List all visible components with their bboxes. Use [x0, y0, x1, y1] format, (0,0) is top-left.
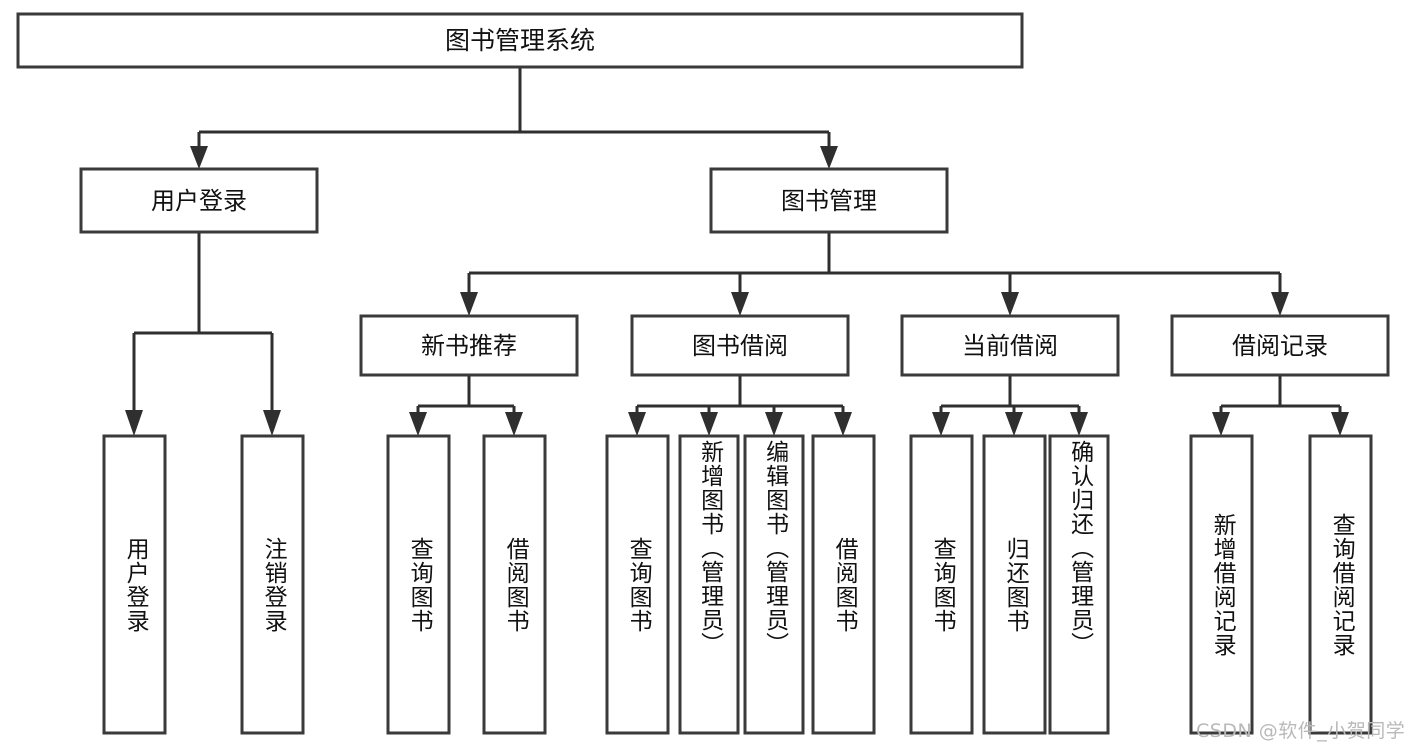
arrow-head-leaf-add-book-admin: [700, 412, 718, 436]
node-new-book-recommend[interactable]: 新书推荐: [359, 314, 579, 377]
arrow-head-leaf-edit-book-admin: [765, 412, 783, 436]
arrow-head-new-book-recommend: [460, 292, 478, 316]
node-current-borrow-label: 当前借阅: [962, 332, 1058, 360]
node-user-login-box[interactable]: [79, 167, 319, 234]
arrow-head-leaf-user-login: [125, 410, 143, 436]
leaf-borrow-book-2-box[interactable]: [811, 434, 876, 735]
node-root-label: 图书管理系统: [445, 26, 595, 55]
node-book-manage[interactable]: 图书管理: [709, 167, 949, 234]
arrow-head-user-login: [190, 146, 208, 169]
leaf-return-book-box[interactable]: [982, 434, 1047, 735]
node-root[interactable]: 图书管理系统: [16, 12, 1024, 69]
node-root-box[interactable]: [16, 12, 1024, 69]
node-book-borrow[interactable]: 图书借阅: [630, 314, 850, 377]
node-current-borrow-box[interactable]: [900, 314, 1120, 377]
leaf-confirm-return-admin-box[interactable]: [1048, 434, 1110, 735]
node-book-manage-label: 图书管理: [781, 187, 877, 215]
leaf-logout-login-box[interactable]: [240, 434, 305, 735]
arrow-head-leaf-query-borrow-record: [1331, 412, 1349, 436]
node-new-book-recommend-box[interactable]: [359, 314, 579, 377]
node-book-borrow-label: 图书借阅: [692, 332, 788, 360]
leaf-user-login-box[interactable]: [102, 434, 167, 735]
arrow-head-borrow-record: [1271, 292, 1289, 316]
arrow-head-book-borrow: [731, 292, 749, 316]
arrow-head-leaf-return-book: [1005, 412, 1023, 436]
arrow-head-leaf-query-book-3: [932, 412, 950, 436]
leaf-query-book-2-box[interactable]: [605, 434, 670, 735]
arrow-head-leaf-query-book-1: [409, 412, 427, 436]
arrow-head-leaf-borrow-book-1: [505, 412, 523, 436]
leaf-add-borrow-record-box[interactable]: [1189, 434, 1254, 735]
arrow-head-current-borrow: [1001, 292, 1019, 316]
arrow-head-leaf-query-book-2: [628, 412, 646, 436]
node-borrow-record[interactable]: 借阅记录: [1170, 314, 1390, 377]
node-book-borrow-box[interactable]: [630, 314, 850, 377]
leaf-query-book-3-box[interactable]: [909, 434, 974, 735]
leaf-query-borrow-record-box[interactable]: [1308, 434, 1373, 735]
leaf-borrow-book-1-box[interactable]: [482, 434, 547, 735]
node-current-borrow[interactable]: 当前借阅: [900, 314, 1120, 377]
node-user-login[interactable]: 用户登录: [79, 167, 319, 234]
node-user-login-label: 用户登录: [151, 187, 247, 215]
leaf-box-layer: [102, 434, 1373, 735]
leaf-add-book-admin-box[interactable]: [678, 434, 740, 735]
node-borrow-record-label: 借阅记录: [1232, 332, 1328, 360]
node-new-book-recommend-label: 新书推荐: [421, 332, 517, 360]
leaf-edit-book-admin-box[interactable]: [743, 434, 805, 735]
node-borrow-record-box[interactable]: [1170, 314, 1390, 377]
arrow-head-leaf-borrow-book-2: [834, 412, 852, 436]
connector-layer: [125, 67, 1349, 436]
arrow-head-leaf-confirm-return-admin: [1070, 412, 1088, 436]
arrow-head-leaf-logout-login: [263, 410, 281, 436]
arrow-head-leaf-add-borrow-record: [1212, 412, 1230, 436]
leaf-query-book-1-box[interactable]: [386, 434, 451, 735]
node-book-manage-box[interactable]: [709, 167, 949, 234]
arrow-head-book-manage: [820, 146, 838, 169]
